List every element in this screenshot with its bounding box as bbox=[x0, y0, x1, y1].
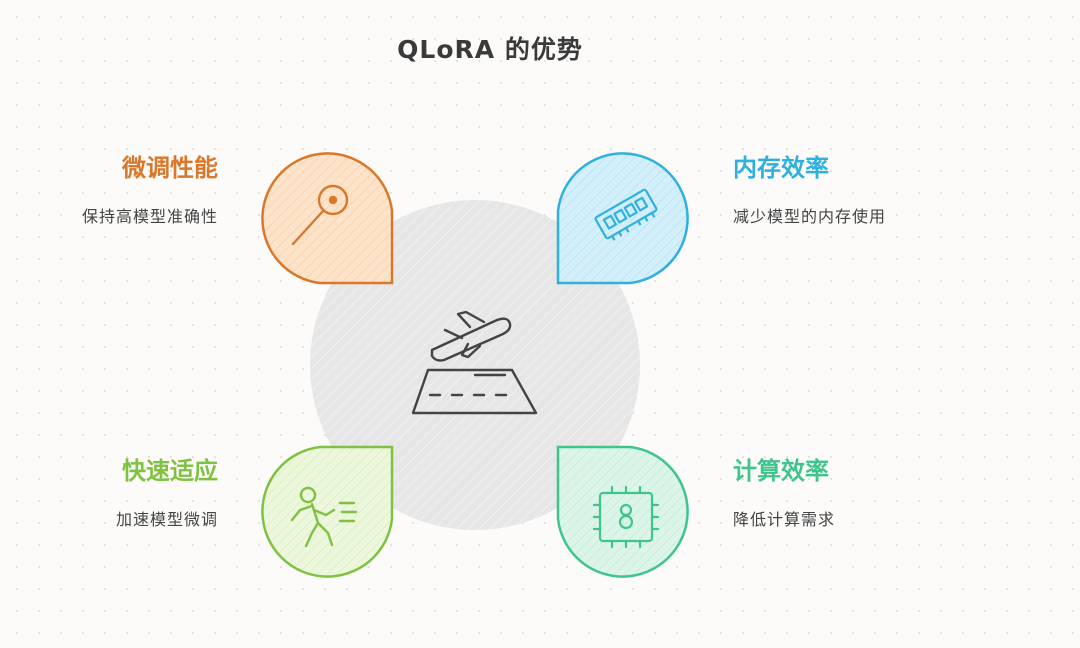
heading-fine-tuning-performance: 微调性能 bbox=[122, 154, 218, 182]
desc-fast-adaptation: 加速模型微调 bbox=[115, 510, 218, 529]
magnifier-icon bbox=[291, 184, 349, 246]
petal-top-left bbox=[261, 152, 394, 285]
heading-memory-efficiency: 内存效率 bbox=[733, 154, 829, 182]
heading-fast-adaptation: 快速适应 bbox=[122, 457, 218, 485]
desc-memory-efficiency: 减少模型的内存使用 bbox=[733, 207, 887, 226]
petal-top-right bbox=[556, 152, 689, 285]
petal-bottom-right bbox=[556, 445, 689, 578]
heading-compute-efficiency: 计算效率 bbox=[733, 457, 829, 485]
running-person-icon bbox=[290, 486, 358, 548]
airplane-takeoff-runway-icon bbox=[411, 310, 538, 415]
processor-chip-icon bbox=[592, 485, 660, 549]
page-title: QLoRA 的优势 bbox=[397, 35, 583, 64]
memory-chip-icon bbox=[594, 188, 658, 241]
desc-compute-efficiency: 降低计算需求 bbox=[733, 510, 836, 529]
desc-fine-tuning-performance: 保持高模型准确性 bbox=[81, 207, 218, 226]
petal-bottom-left bbox=[261, 445, 394, 578]
